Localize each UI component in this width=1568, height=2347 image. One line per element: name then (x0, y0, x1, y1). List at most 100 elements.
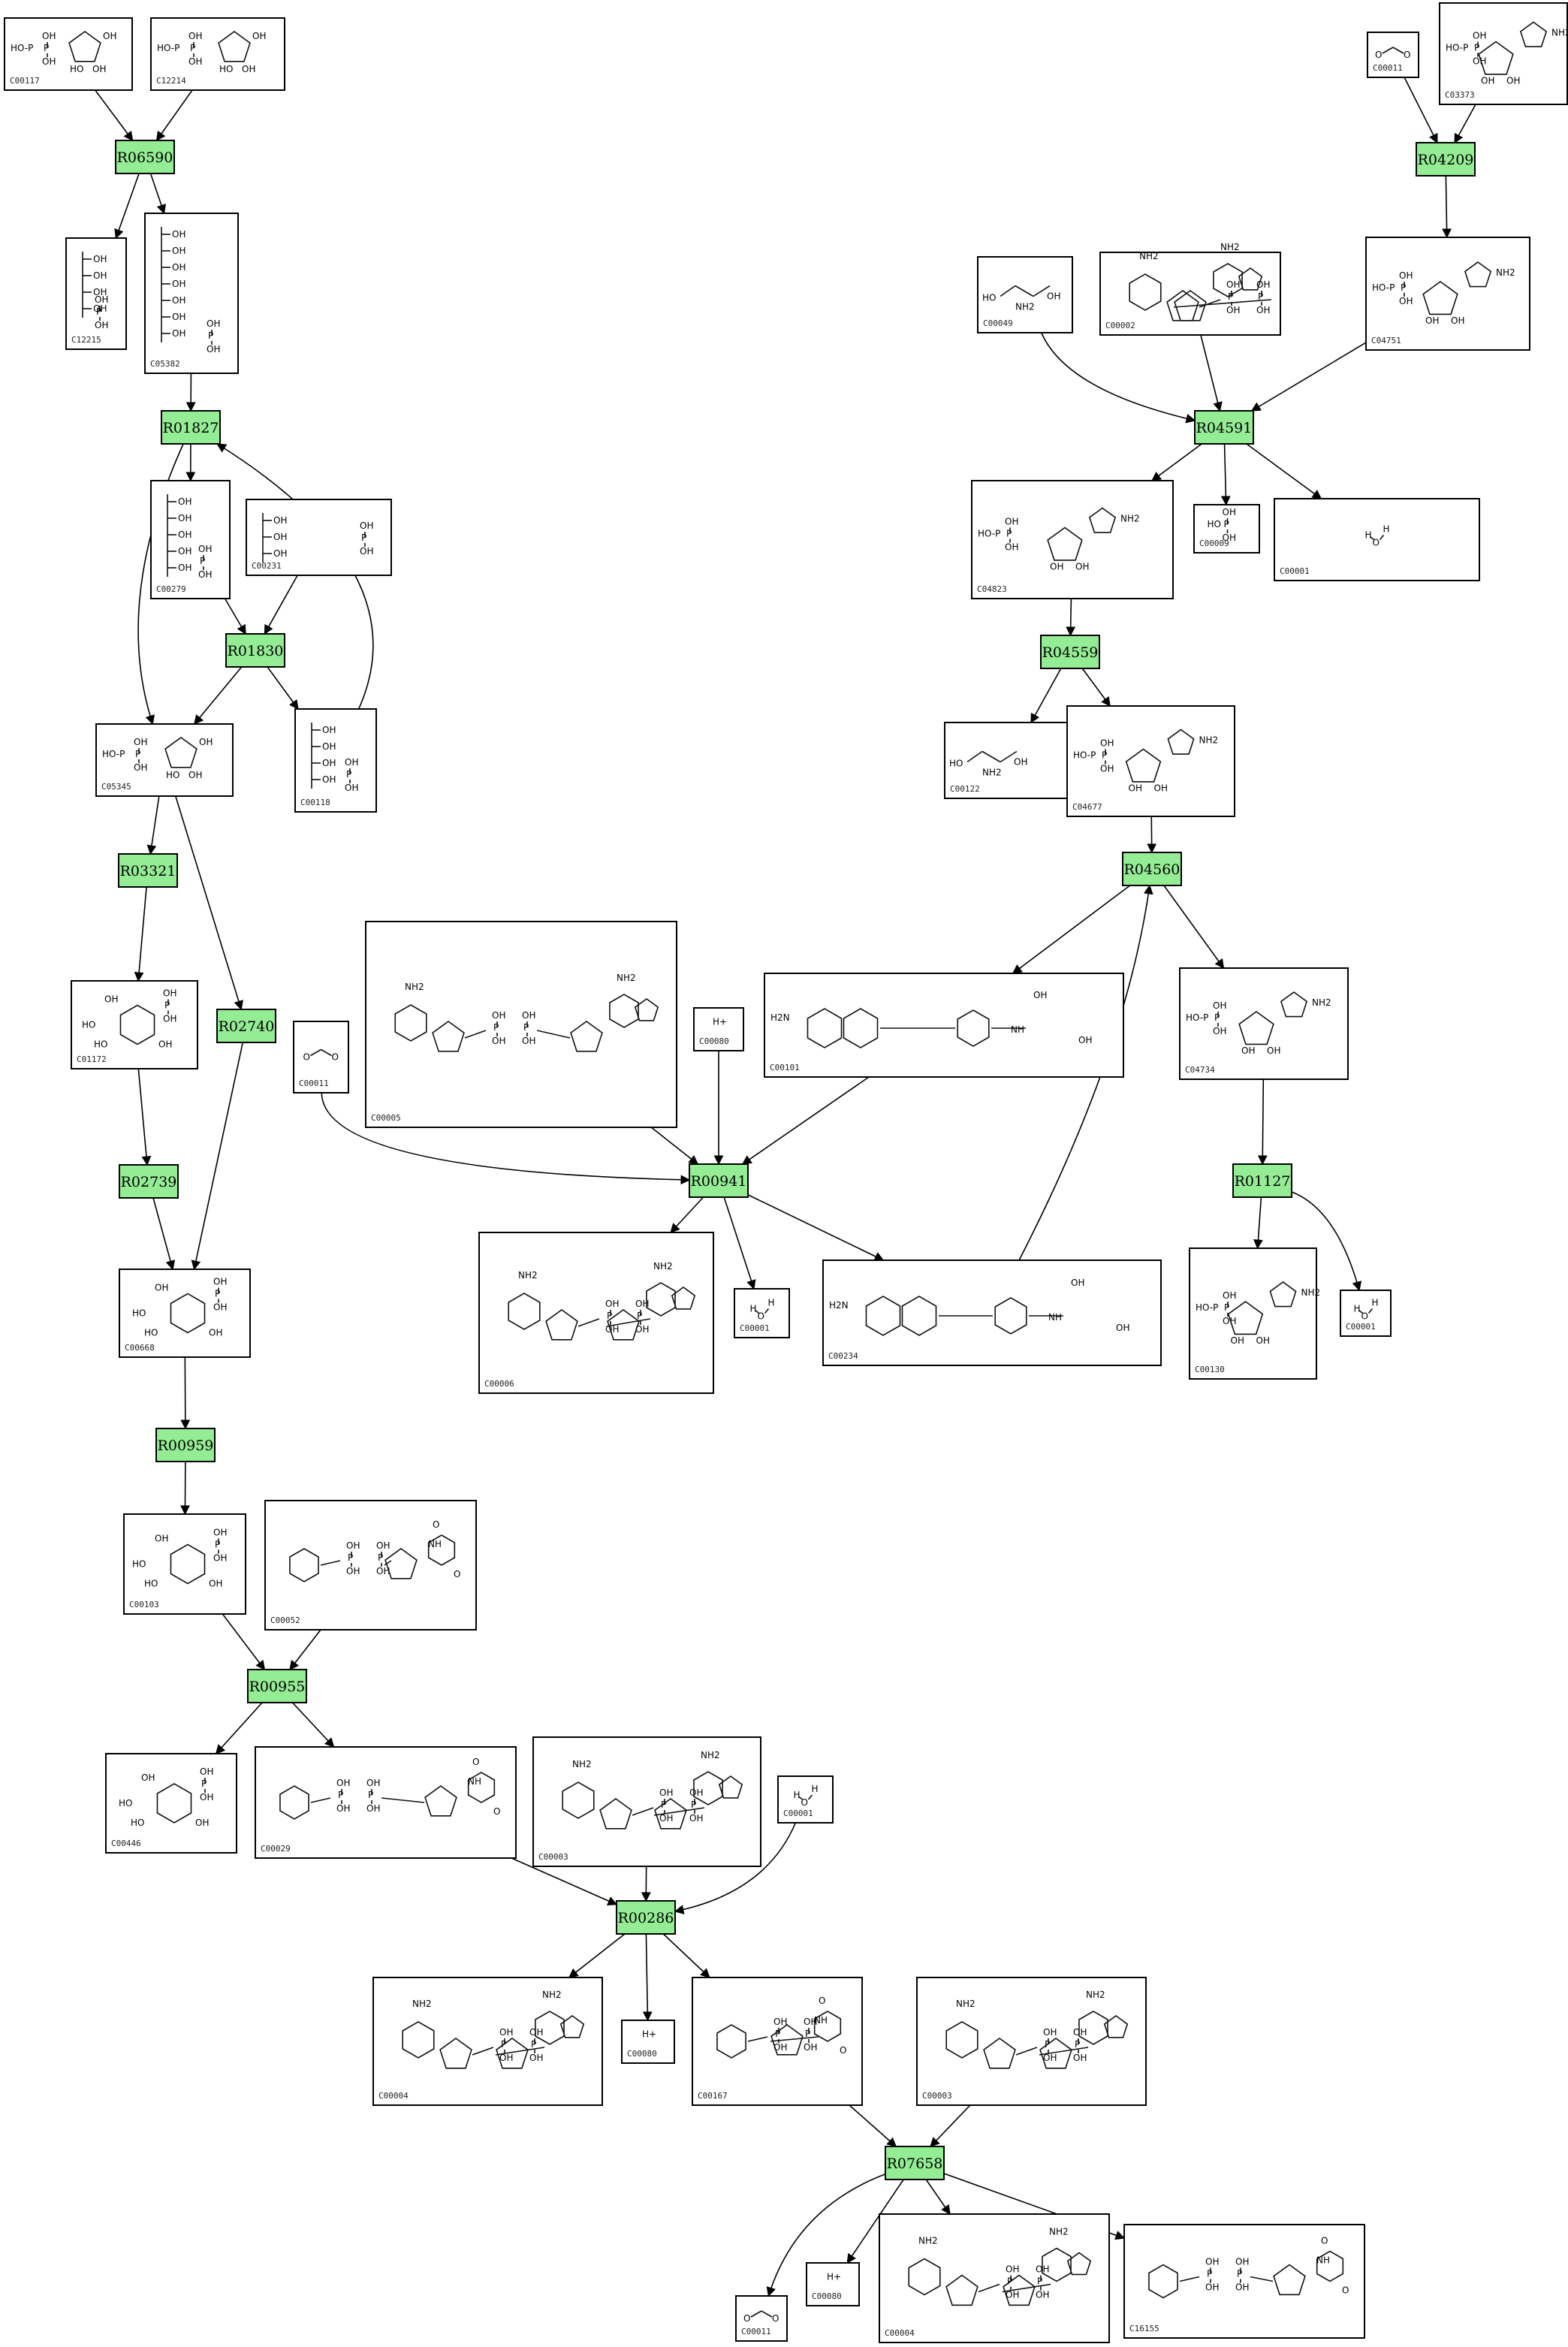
compound-box[interactable] (944, 722, 1076, 799)
compound-box[interactable] (1123, 2224, 1365, 2339)
compound-box[interactable] (95, 723, 234, 797)
compound-box[interactable] (916, 1977, 1147, 2106)
compound-box[interactable] (764, 973, 1124, 1078)
compound-box[interactable] (144, 213, 239, 374)
reaction-R04560[interactable]: R04560 (1122, 852, 1182, 886)
reaction-box[interactable] (155, 1428, 216, 1462)
reaction-R07658[interactable]: R07658 (885, 2146, 945, 2180)
compound-box[interactable] (971, 480, 1174, 599)
reaction-box[interactable] (118, 853, 178, 888)
reaction-R01127[interactable]: R01127 (1232, 1163, 1292, 1198)
compound-box[interactable] (1340, 1290, 1392, 1337)
compound-C00080[interactable]: H+C00080 (806, 2262, 860, 2306)
compound-box[interactable] (532, 1736, 761, 1867)
compound-box[interactable] (735, 2295, 788, 2342)
reaction-box[interactable] (216, 1009, 276, 1043)
compound-box[interactable] (150, 17, 285, 91)
compound-box[interactable] (71, 980, 198, 1069)
reaction-R00955[interactable]: R00955 (247, 1669, 307, 1703)
reaction-R03321[interactable]: R03321 (118, 853, 178, 888)
reaction-box[interactable] (119, 1164, 179, 1199)
reaction-R02740[interactable]: R02740 (216, 1009, 276, 1043)
compound-box[interactable] (1365, 237, 1530, 351)
compound-box[interactable] (105, 1753, 237, 1854)
compound-box[interactable] (119, 1269, 251, 1358)
compound-box[interactable] (1193, 504, 1260, 554)
compound-box[interactable] (692, 1977, 863, 2106)
reaction-R04559[interactable]: R04559 (1040, 635, 1100, 669)
reaction-box[interactable] (115, 140, 175, 174)
compound-box[interactable] (1189, 1247, 1317, 1380)
compound-box[interactable] (1179, 967, 1349, 1080)
reaction-box[interactable] (885, 2146, 945, 2180)
compound-box[interactable] (1439, 2, 1568, 105)
compound-box[interactable] (123, 1513, 246, 1615)
reaction-box[interactable] (1122, 852, 1182, 886)
reaction-box[interactable] (161, 410, 221, 445)
reaction-R01827[interactable]: R01827 (161, 410, 221, 445)
compound-box[interactable] (777, 1775, 834, 1824)
reaction-R00286[interactable]: R00286 (616, 1900, 676, 1935)
compound-box[interactable] (621, 2020, 675, 2064)
compound-box[interactable] (693, 1007, 744, 1051)
reaction-R01830[interactable]: R01830 (225, 633, 285, 668)
compound-box[interactable] (4, 17, 133, 91)
reaction-box[interactable] (225, 633, 285, 668)
reaction-box[interactable] (689, 1163, 749, 1198)
compound-box[interactable] (734, 1288, 790, 1338)
compound-box[interactable] (255, 1746, 517, 1859)
compound-box[interactable] (264, 1500, 477, 1631)
compound-box[interactable] (1066, 705, 1235, 817)
compound-box[interactable] (365, 921, 677, 1128)
compound-box[interactable] (1274, 498, 1480, 581)
reaction-box[interactable] (1416, 142, 1476, 176)
compound-box[interactable] (977, 256, 1073, 333)
compound-box[interactable] (293, 1021, 349, 1094)
compound-C00080[interactable]: H+C00080 (693, 1007, 744, 1051)
reaction-R00941[interactable]: R00941 (689, 1163, 749, 1198)
compound-box[interactable] (65, 237, 127, 350)
compound-box[interactable] (879, 2213, 1110, 2343)
reaction-box[interactable] (616, 1900, 676, 1935)
reaction-box[interactable] (1232, 1163, 1292, 1198)
reaction-box[interactable] (1194, 410, 1254, 445)
compound-box[interactable] (822, 1259, 1162, 1366)
reaction-box[interactable] (1040, 635, 1100, 669)
compound-box[interactable] (806, 2262, 860, 2306)
compound-box[interactable] (294, 708, 377, 813)
compound-box[interactable] (372, 1977, 603, 2106)
compound-C00080[interactable]: H+C00080 (621, 2020, 675, 2064)
